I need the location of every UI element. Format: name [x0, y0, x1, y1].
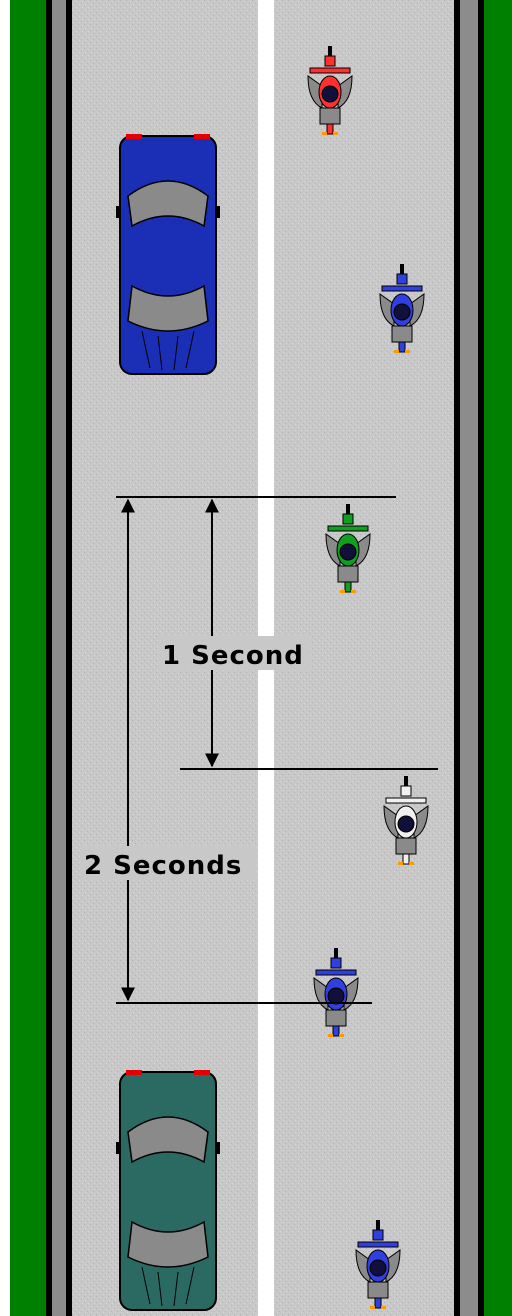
left-road-edge: [46, 0, 52, 1316]
teal-car: [116, 1070, 220, 1310]
right-grass: [484, 0, 512, 1316]
left-edge-line: [66, 0, 72, 1316]
two-seconds-label: 2 Seconds: [84, 851, 242, 881]
left-shoulder: [52, 0, 66, 1316]
right-edge-line: [454, 0, 460, 1316]
one-second-label: 1 Second: [162, 641, 304, 671]
blue-car: [116, 134, 220, 374]
left-grass: [10, 0, 46, 1316]
right-shoulder: [460, 0, 478, 1316]
right-road-edge: [478, 0, 484, 1316]
